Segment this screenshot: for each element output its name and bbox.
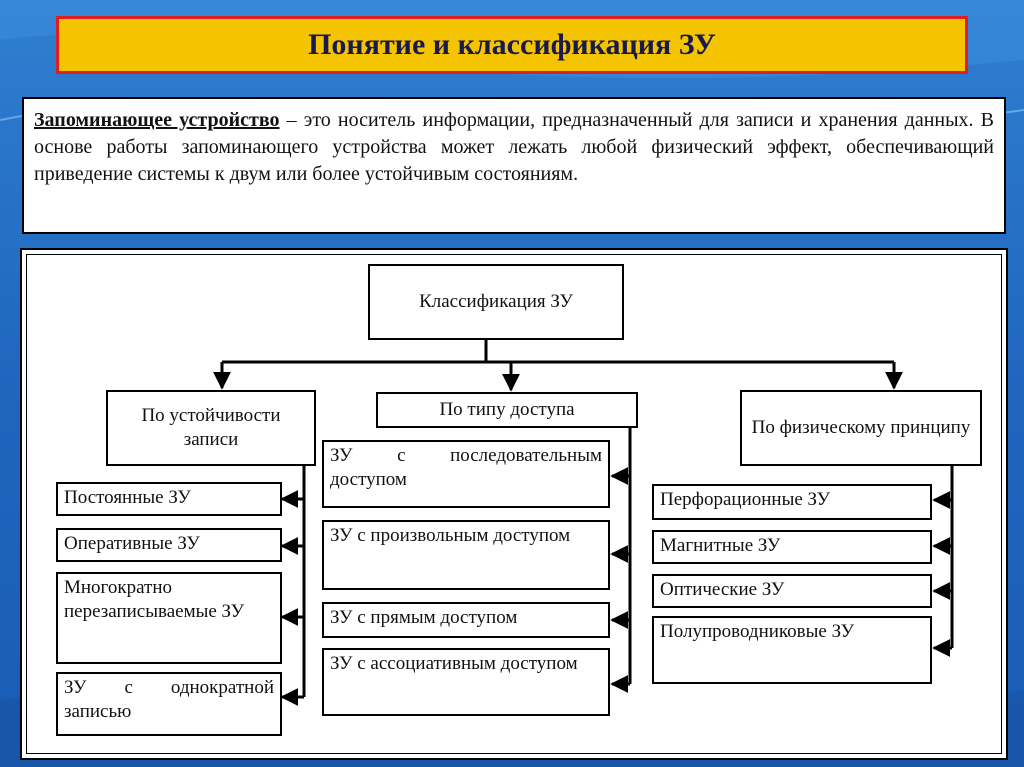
definition-block: Запоминающее устройство – это носитель и… — [22, 97, 1006, 234]
item-perforation-memory: Перфорационные ЗУ — [652, 484, 932, 520]
item-random-access: ЗУ с произвольным доступом — [322, 520, 610, 590]
definition-term: Запоминающее устройство — [34, 109, 280, 131]
slide-title: Понятие и классификация ЗУ — [56, 16, 968, 74]
category-stability: По устойчивости записи — [106, 390, 316, 466]
item-write-once-memory: ЗУ с однократной записью — [56, 672, 282, 736]
definition-text: – это носитель информации, предназначенн… — [34, 109, 994, 185]
root-node: Классификация ЗУ — [368, 264, 624, 340]
item-direct-access: ЗУ с прямым доступом — [322, 602, 610, 638]
classification-diagram: Классификация ЗУ По устойчивости записи … — [20, 248, 1008, 760]
diagram-inner-frame — [26, 254, 1002, 754]
item-semiconductor-memory: Полупроводниковые ЗУ — [652, 616, 932, 684]
item-associative-access: ЗУ с ассоциативным доступом — [322, 648, 610, 716]
connector-lines — [213, 340, 954, 706]
item-operative-memory: Оперативные ЗУ — [56, 528, 282, 562]
category-access: По типу доступа — [376, 392, 638, 428]
item-rewritable-memory: Многократно перезаписываемые ЗУ — [56, 572, 282, 664]
item-permanent-memory: Постоянные ЗУ — [56, 482, 282, 516]
category-physical: По физическому принципу — [740, 390, 982, 466]
item-optical-memory: Оптические ЗУ — [652, 574, 932, 608]
item-sequential-access: ЗУ с последовательным доступом — [322, 440, 610, 508]
item-magnetic-memory: Магнитные ЗУ — [652, 530, 932, 564]
